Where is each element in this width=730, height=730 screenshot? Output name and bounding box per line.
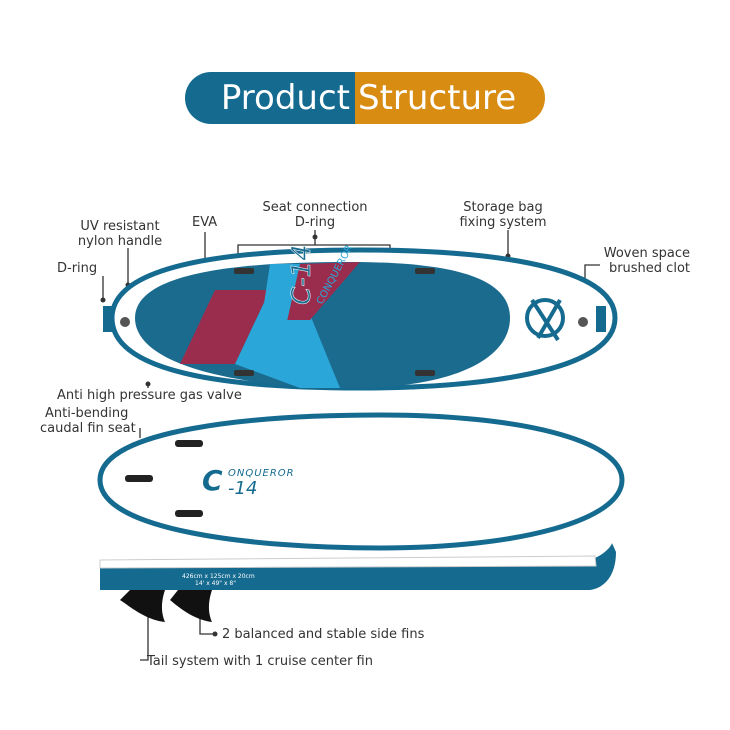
- label-uv-handle: UV resistant nylon handle: [70, 219, 170, 249]
- label-line: nylon handle: [77, 234, 163, 249]
- label-fin-seat: Anti-bending caudal fin seat: [40, 406, 136, 436]
- label-line: UV resistant: [80, 219, 160, 234]
- logo-icon: [525, 298, 565, 342]
- board-top-view: CONQUEROR C-14: [103, 243, 618, 391]
- dims-imperial: 14' x 49" x 8": [195, 580, 236, 587]
- title-banner: Product Structure: [185, 72, 545, 124]
- label-storage-bag: Storage bag fixing system: [448, 200, 558, 230]
- label-valve: Anti high pressure gas valve: [57, 388, 242, 403]
- label-line: Storage bag: [463, 200, 543, 215]
- label-line: Seat connection: [262, 200, 368, 215]
- board-brand-bottom: ONQUEROR: [228, 468, 295, 479]
- board-model-top: C-14: [287, 244, 317, 305]
- label-eva: EVA: [192, 215, 218, 230]
- center-fin: [120, 590, 165, 622]
- label-seat-dring: Seat connection D-ring: [250, 200, 380, 230]
- title-part2: Structure: [355, 72, 545, 124]
- label-center-fin: Tail system with 1 cruise center fin: [147, 654, 373, 669]
- dims-metric: 426cm x 125cm x 20cm: [182, 573, 255, 580]
- label-line: Woven space: [603, 246, 690, 261]
- board-model-bottom-num: -14: [228, 478, 257, 499]
- side-fin: [170, 590, 212, 622]
- label-line: D-ring: [294, 215, 336, 230]
- label-line: fixing system: [459, 215, 547, 230]
- title-part1: Product: [185, 72, 355, 124]
- label-side-fins: 2 balanced and stable side fins: [222, 627, 425, 642]
- label-line: brushed clot: [608, 261, 690, 276]
- label-dring: D-ring: [57, 261, 98, 276]
- label-woven: Woven space brushed clot: [590, 246, 690, 276]
- label-line: Anti-bending: [45, 406, 129, 421]
- board-bottom-view: C ONQUEROR -14: [97, 412, 625, 551]
- board-side-view: 426cm x 125cm x 20cm 14' x 49" x 8": [99, 543, 616, 622]
- board-model-bottom-c: C: [202, 464, 223, 497]
- label-line: caudal fin seat: [40, 421, 136, 436]
- leader-lines: [102, 230, 600, 661]
